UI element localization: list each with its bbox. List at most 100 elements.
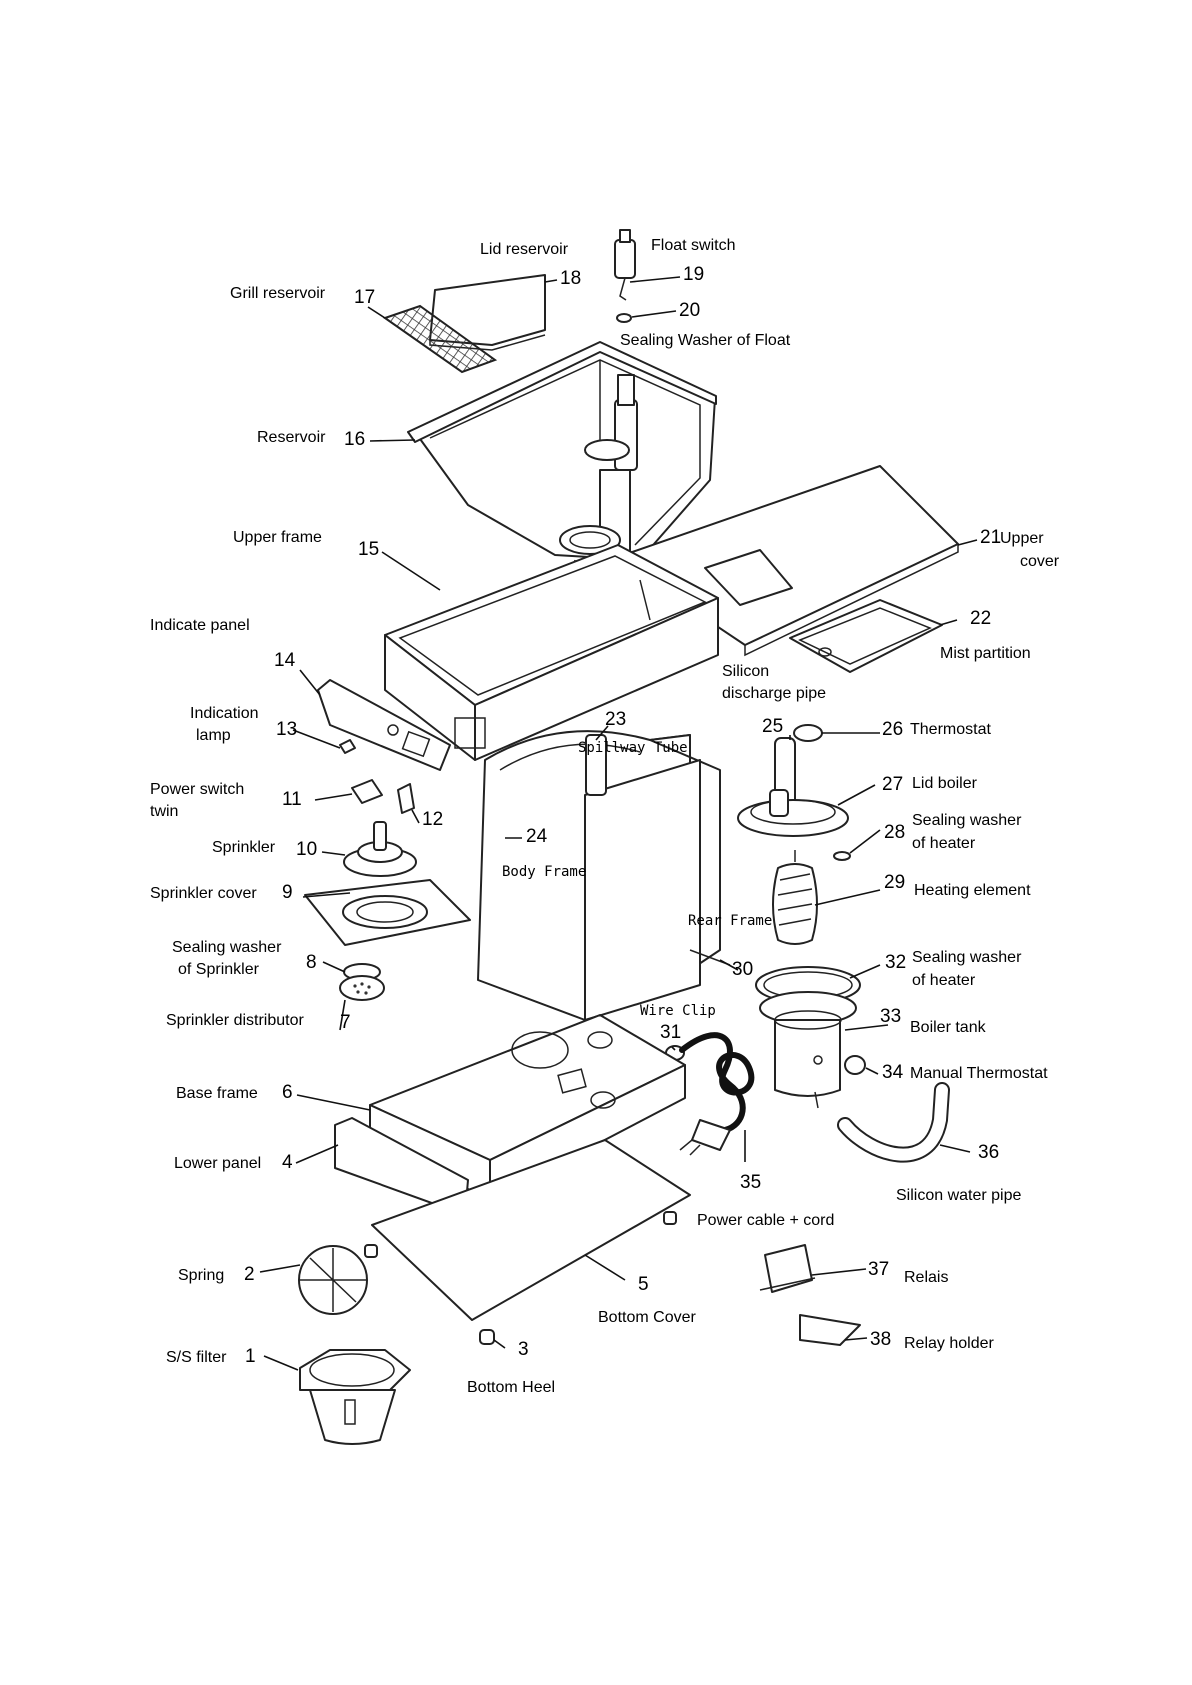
part-13-name: Indication [190,705,259,722]
part-34-name: Manual Thermostat [910,1065,1048,1082]
part-14-name: Indicate panel [150,617,250,634]
part-10-number: 10 [296,839,317,860]
relais-drawing [759,1244,816,1293]
part-32-name-line2: of heater [912,972,976,989]
part-6-name: Base frame [176,1085,258,1102]
part-37-name: Relais [904,1269,948,1286]
part-30-number: 30 [732,959,753,980]
part-19-name: Float switch [651,237,735,254]
part-21-name-line2: cover [1020,553,1060,570]
part-13-number: 13 [276,719,297,740]
part-27-name: Lid boiler [912,775,978,792]
relay-holder-drawing [799,1314,861,1346]
part-17-number: 17 [354,287,375,308]
part-26-name: Thermostat [910,721,991,738]
part-3-number: 3 [518,1339,529,1360]
part-25-number: 25 [762,716,783,737]
part-22-number: 22 [970,608,991,629]
part-33-number: 33 [880,1006,901,1027]
part-8-number: 8 [306,952,317,973]
part-38-number: 38 [870,1329,891,1350]
part-16-number: 16 [344,429,365,450]
part-7-name: Sprinkler distributor [166,1012,305,1029]
part-16-name: Reservoir [257,429,326,446]
part-17-name: Grill reservoir [230,285,326,302]
body-frame-drawing [477,730,731,1021]
switch-and-lamp-drawing [339,739,415,814]
sprinkler-distributor-drawing [339,963,385,1001]
part-26-number: 26 [882,719,903,740]
part-7-number: 7 [340,1012,351,1033]
part-13-name-line2: lamp [196,727,231,744]
part-28-number: 28 [884,822,905,843]
float-switch-drawing [614,229,636,323]
part-36-name: Silicon water pipe [896,1187,1022,1204]
part-1-number: 1 [245,1346,256,1367]
part-10-name: Sprinkler [212,839,276,856]
upper-frame-drawing [384,544,719,761]
labels: 1 S/S filter 2 Spring 3 Bottom Heel 4 Lo… [150,237,1060,1396]
part-4-name: Lower panel [174,1155,261,1172]
part-30-name: Rear Frame [688,913,772,929]
part-14-number: 14 [274,650,296,671]
sprinkler-cover-drawing [304,879,471,946]
part-24-name: Body Frame [502,864,586,880]
sprinkler-drawing [343,821,417,877]
part-35-number: 35 [740,1172,761,1193]
part-23-name: Spillway Tube [578,740,688,756]
reservoir-drawing [407,341,717,581]
part-11-name-line2: twin [150,803,178,820]
part-25-name: Silicon [722,663,769,680]
part-27-number: 27 [882,774,903,795]
thermostat-drawing [793,724,823,742]
part-32-name: Sealing washer [912,949,1022,966]
part-5-number: 5 [638,1274,649,1295]
part-11-number: 11 [282,789,302,810]
part-35-name: Power cable + cord [697,1212,834,1229]
boiler-tank-drawing [755,966,861,1109]
leader-lines [259,276,978,1371]
part-4-number: 4 [282,1152,293,1173]
part-21-name: Upper [1000,530,1044,547]
part-1-name: S/S filter [166,1349,227,1366]
part-8-name: Sealing washer [172,939,282,956]
sealing-washer-heater-28-drawing [833,851,851,861]
part-22-name: Mist partition [940,645,1031,662]
grill-reservoir-drawing [382,304,498,374]
part-23-number: 23 [605,709,626,730]
part-3-name: Bottom Heel [467,1379,555,1396]
part-18-name: Lid reservoir [480,241,569,258]
part-2-name: Spring [178,1267,224,1284]
part-29-name: Heating element [914,882,1031,899]
bottom-heel-drawing [479,1329,495,1345]
part-12-number: 12 [422,809,443,830]
part-6-number: 6 [282,1082,293,1103]
heating-element-drawing [772,850,818,945]
part-33-name: Boiler tank [910,1019,987,1036]
part-21-number: 21 [980,527,1001,548]
part-8-name-line2: of Sprinkler [178,961,260,978]
part-34-number: 34 [882,1062,904,1083]
part-32-number: 32 [885,952,906,973]
part-20-name: Sealing Washer of Float [620,332,791,349]
part-11-name: Power switch [150,781,244,798]
part-29-number: 29 [884,872,905,893]
part-5-name: Bottom Cover [598,1309,696,1326]
part-15-name: Upper frame [233,529,322,546]
part-28-name-line2: of heater [912,835,976,852]
part-19-number: 19 [683,264,704,285]
part-31-name: Wire Clip [640,1003,716,1019]
part-20-number: 20 [679,300,700,321]
part-9-name: Sprinkler cover [150,885,257,902]
spring-drawing [298,1245,368,1315]
part-9-number: 9 [282,882,293,903]
manual-thermostat-drawing [844,1055,866,1075]
part-37-number: 37 [868,1259,889,1280]
ss-filter-drawing [299,1349,411,1445]
part-38-name: Relay holder [904,1335,995,1352]
part-25-name-line2: discharge pipe [722,685,826,702]
part-15-number: 15 [358,539,379,560]
part-18-number: 18 [560,268,581,289]
